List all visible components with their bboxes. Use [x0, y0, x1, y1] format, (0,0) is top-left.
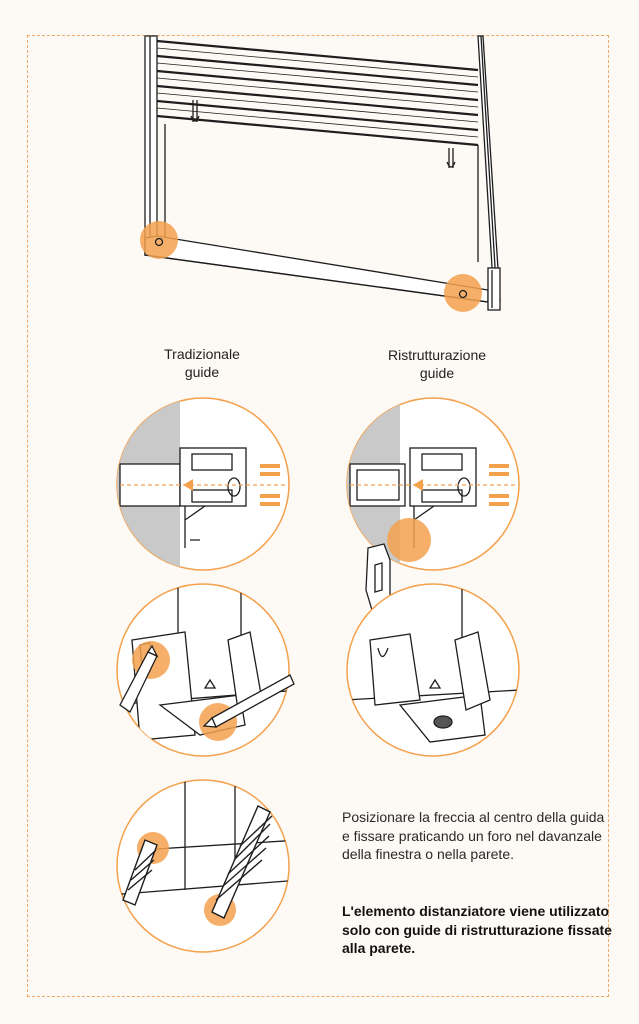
- dashed-frame: [27, 35, 609, 997]
- detail-circle-renovation-rail: [346, 397, 520, 630]
- drill-bit-icon: [122, 805, 273, 919]
- highlight-dot-left: [140, 221, 178, 259]
- detail-circle-traditional-rail: [116, 397, 290, 571]
- highlight-dot-right: [444, 274, 482, 312]
- instruction-description: Posizionare la freccia al centro della g…: [342, 809, 605, 862]
- spacer-element: [365, 543, 391, 611]
- label-renovation-line1: Ristrutturazione: [387, 347, 487, 363]
- detail-circle-marking: [116, 583, 295, 757]
- label-traditional-line1: Tradizionale: [164, 346, 240, 362]
- blind-top-illustration: [144, 35, 501, 311]
- label-traditional-line2: guide: [184, 364, 220, 380]
- label-renovation-line2: guide: [419, 365, 455, 381]
- label-renovation-rails: Ristrutturazione guide: [362, 346, 512, 382]
- pencil-icon: [119, 644, 295, 728]
- label-traditional-rails: Tradizionale guide: [142, 345, 262, 381]
- instruction-note: L'elemento distanziatore viene utilizzat…: [342, 903, 612, 956]
- detail-circle-spacer-mounted: [346, 583, 520, 757]
- detail-circle-drilling: [116, 779, 290, 953]
